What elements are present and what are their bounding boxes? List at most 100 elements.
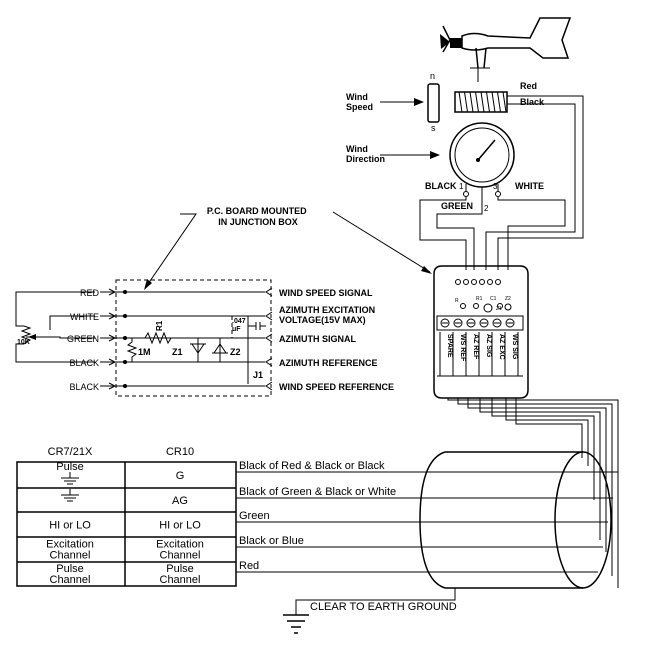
wind-direction-label: Wind Direction — [346, 144, 385, 164]
pot-value-label: 10K — [17, 339, 30, 346]
wind-sensor: n s Red Black Wind Speed Wind Direction — [346, 17, 584, 270]
rm-resistor-icon — [126, 338, 138, 362]
signal-label: AZIMUTH REFERENCE — [279, 358, 378, 368]
wire-entry-hole — [495, 279, 501, 285]
table-cell: G — [176, 470, 185, 482]
signal-label: WIND SPEED SIGNAL — [279, 288, 373, 298]
arrow-icon — [430, 151, 440, 159]
wire-color-label: GREEN — [67, 334, 99, 344]
header-cr7: CR7/21X — [48, 446, 93, 458]
r1-label: R1 — [155, 320, 164, 331]
pole-n: n — [430, 71, 435, 81]
z1-label: Z1 — [172, 347, 183, 357]
pole-s: s — [431, 123, 436, 133]
cable-wire — [447, 398, 619, 588]
wire-label: Green — [239, 510, 270, 522]
terminal-label: WS REF — [459, 334, 466, 362]
coil-winding — [497, 91, 501, 113]
terminal-label: AZ REF — [472, 334, 479, 360]
component-label: Z1 — [496, 306, 502, 312]
earth-ground-icon — [283, 614, 309, 634]
terminal-screw — [505, 318, 515, 328]
cable-shield — [419, 451, 612, 589]
table-cell: HI or LO — [49, 520, 91, 532]
coil-winding — [502, 91, 507, 113]
rm-label: 1M — [138, 347, 151, 357]
lead-black-label: Black — [520, 97, 545, 107]
wire-label: Red — [239, 560, 259, 572]
terminal-label: WS SIG — [511, 334, 518, 360]
cable-wire — [505, 398, 589, 466]
connector-icon — [265, 311, 273, 321]
terminal-label: AZ EXC — [498, 334, 505, 360]
reed-coil-icon — [454, 91, 508, 113]
ground-label: CLEAR TO EARTH GROUND — [310, 601, 457, 613]
wire-label: Black of Green & Black or White — [239, 486, 396, 498]
coil-winding — [480, 91, 485, 113]
terminal-label: AZ SIG — [485, 334, 492, 358]
zener-z1-icon — [190, 338, 206, 362]
table-cell: AG — [172, 495, 188, 507]
j1-label: J1 — [253, 370, 263, 380]
capacitor-icon — [248, 322, 266, 330]
lead-red-label: Red — [520, 81, 537, 91]
pot-white-label: WHITE — [515, 181, 544, 191]
cable-wire — [467, 398, 607, 552]
propeller-icon — [440, 25, 462, 53]
cable-wire — [457, 398, 613, 576]
wire-label: Black or Blue — [239, 535, 304, 547]
coil-winding — [469, 91, 474, 113]
pc-board-title: P.C. BOARD MOUNTED IN JUNCTION BOX — [207, 206, 309, 227]
zener-z2-icon — [212, 338, 228, 362]
wire-color-label: BLACK — [69, 382, 99, 392]
coil-winding — [475, 91, 479, 113]
component-label: Z2 — [505, 296, 511, 302]
terminal-screw — [440, 318, 450, 328]
table-cell: Pulse — [56, 461, 84, 473]
potentiometer-dial-icon — [449, 122, 515, 202]
cable-wire — [491, 398, 595, 500]
component-label: R1 — [476, 296, 483, 302]
r1-resistor-icon — [138, 331, 200, 345]
signal-label: AZIMUTH SIGNAL — [279, 334, 356, 344]
cap-label: .047 uF — [232, 318, 248, 333]
pot-green-label: GREEN — [441, 201, 473, 211]
connector-icon — [108, 312, 117, 320]
pot-black-label: BLACK — [425, 181, 457, 191]
coil-winding — [486, 91, 490, 113]
wire-label: Black of Red & Black or Black — [239, 460, 385, 472]
component-label: C1 — [490, 296, 497, 302]
potentiometer-10k-icon — [15, 291, 95, 363]
terminal-label: SPARE — [446, 334, 453, 358]
terminal-screw — [466, 318, 476, 328]
terminal-screw — [479, 318, 489, 328]
table-cell: HI or LO — [159, 520, 201, 532]
cable-wire — [479, 398, 601, 540]
magnet-icon — [427, 83, 440, 123]
component-label: R — [455, 298, 459, 304]
wire-color-label: WHITE — [70, 312, 99, 322]
wire-entry-hole — [455, 279, 461, 285]
connector-icon — [265, 357, 273, 367]
wire-color-label: BLACK — [69, 358, 99, 368]
z2-label: Z2 — [230, 347, 241, 357]
arrow-icon — [414, 98, 424, 106]
coil-winding — [491, 91, 496, 113]
connector-icon — [108, 334, 117, 342]
ground-symbol-icon — [61, 472, 79, 502]
coil-winding — [464, 91, 468, 113]
cable-wire — [515, 398, 583, 458]
pin-1: 1 — [459, 182, 464, 191]
wire-entry-hole — [479, 279, 485, 285]
coil-winding — [458, 91, 463, 113]
pin-2: 2 — [484, 204, 489, 213]
terminal-screw — [453, 318, 463, 328]
